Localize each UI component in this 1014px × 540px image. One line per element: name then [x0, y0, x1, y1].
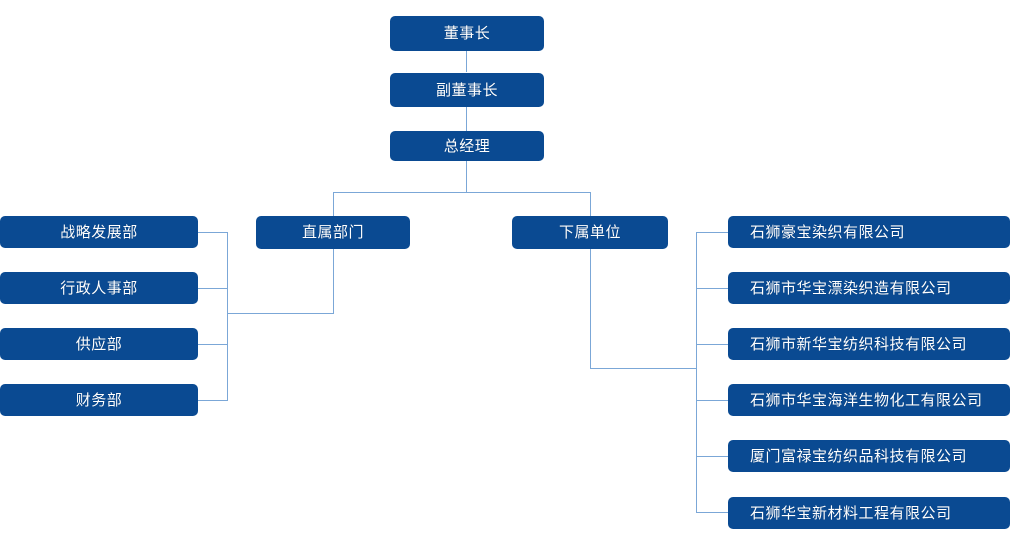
connector-department-spine	[227, 232, 228, 400]
connector-department-stub	[198, 288, 228, 289]
node-department-label: 供应部	[75, 335, 123, 353]
node-vice-chairman[interactable]: 副董事长	[390, 73, 544, 107]
connector-chairman-to-vice	[466, 51, 467, 72]
node-subsidiary-huabao-bleach-dye[interactable]: 石狮市华宝漂染织造有限公司	[728, 272, 1010, 304]
connector-vice-to-gm	[466, 107, 467, 131]
node-department-label: 财务部	[75, 391, 123, 409]
connector-subordinate-units-drop	[590, 249, 591, 368]
node-subsidiary-huabao-new-materials[interactable]: 石狮华宝新材料工程有限公司	[728, 497, 1010, 529]
connector-subsidiary-stub	[696, 512, 729, 513]
connector-gm-drop	[466, 160, 467, 192]
connector-subordinate-units-to-spine	[590, 368, 697, 369]
connector-subsidiary-stub	[696, 456, 729, 457]
connector-subsidiary-stub	[696, 400, 729, 401]
node-subsidiary-label: 石狮市华宝漂染织造有限公司	[750, 279, 952, 297]
node-subordinate-units[interactable]: 下属单位	[512, 216, 668, 249]
connector-direct-depts-drop	[333, 249, 334, 313]
node-department-supply[interactable]: 供应部	[0, 328, 198, 360]
connector-subsidiary-stub	[696, 344, 729, 345]
node-subsidiary-fulubao-textile-tech[interactable]: 厦门富禄宝纺织品科技有限公司	[728, 440, 1010, 472]
connector-branch-bus	[333, 192, 591, 193]
node-general-manager[interactable]: 总经理	[390, 131, 544, 161]
node-general-manager-label: 总经理	[443, 137, 491, 155]
node-subsidiary-label: 石狮市新华宝纺织科技有限公司	[750, 335, 968, 353]
node-chairman-label: 董事长	[443, 25, 491, 42]
node-subsidiary-haobao-dyeing[interactable]: 石狮豪宝染织有限公司	[728, 216, 1010, 248]
node-chairman[interactable]: 董事长	[390, 16, 544, 51]
node-subsidiary-label: 石狮华宝新材料工程有限公司	[750, 504, 952, 522]
connector-subsidiary-spine	[696, 232, 697, 513]
connector-bus-to-subordinate-units	[590, 192, 591, 216]
connector-subsidiary-stub	[696, 232, 729, 233]
node-subsidiary-label: 厦门富禄宝纺织品科技有限公司	[750, 447, 968, 465]
connector-direct-depts-to-spine	[227, 313, 334, 314]
node-direct-departments[interactable]: 直属部门	[256, 216, 410, 249]
node-direct-departments-label: 直属部门	[301, 224, 364, 241]
connector-department-stub	[198, 232, 228, 233]
node-subsidiary-xinhuabao-textile-tech[interactable]: 石狮市新华宝纺织科技有限公司	[728, 328, 1010, 360]
node-department-hr[interactable]: 行政人事部	[0, 272, 198, 304]
connector-subsidiary-stub	[696, 288, 729, 289]
node-vice-chairman-label: 副董事长	[435, 81, 498, 99]
connector-department-stub	[198, 400, 228, 401]
node-subordinate-units-label: 下属单位	[558, 224, 621, 241]
connector-department-stub	[198, 344, 228, 345]
node-subsidiary-huabao-marine-biochem[interactable]: 石狮市华宝海洋生物化工有限公司	[728, 384, 1010, 416]
node-department-strategy[interactable]: 战略发展部	[0, 216, 198, 248]
node-department-finance[interactable]: 财务部	[0, 384, 198, 416]
node-department-label: 行政人事部	[60, 279, 138, 297]
node-subsidiary-label: 石狮市华宝海洋生物化工有限公司	[750, 391, 983, 409]
node-department-label: 战略发展部	[60, 223, 138, 241]
node-subsidiary-label: 石狮豪宝染织有限公司	[750, 223, 906, 241]
connector-bus-to-direct-depts	[333, 192, 334, 216]
